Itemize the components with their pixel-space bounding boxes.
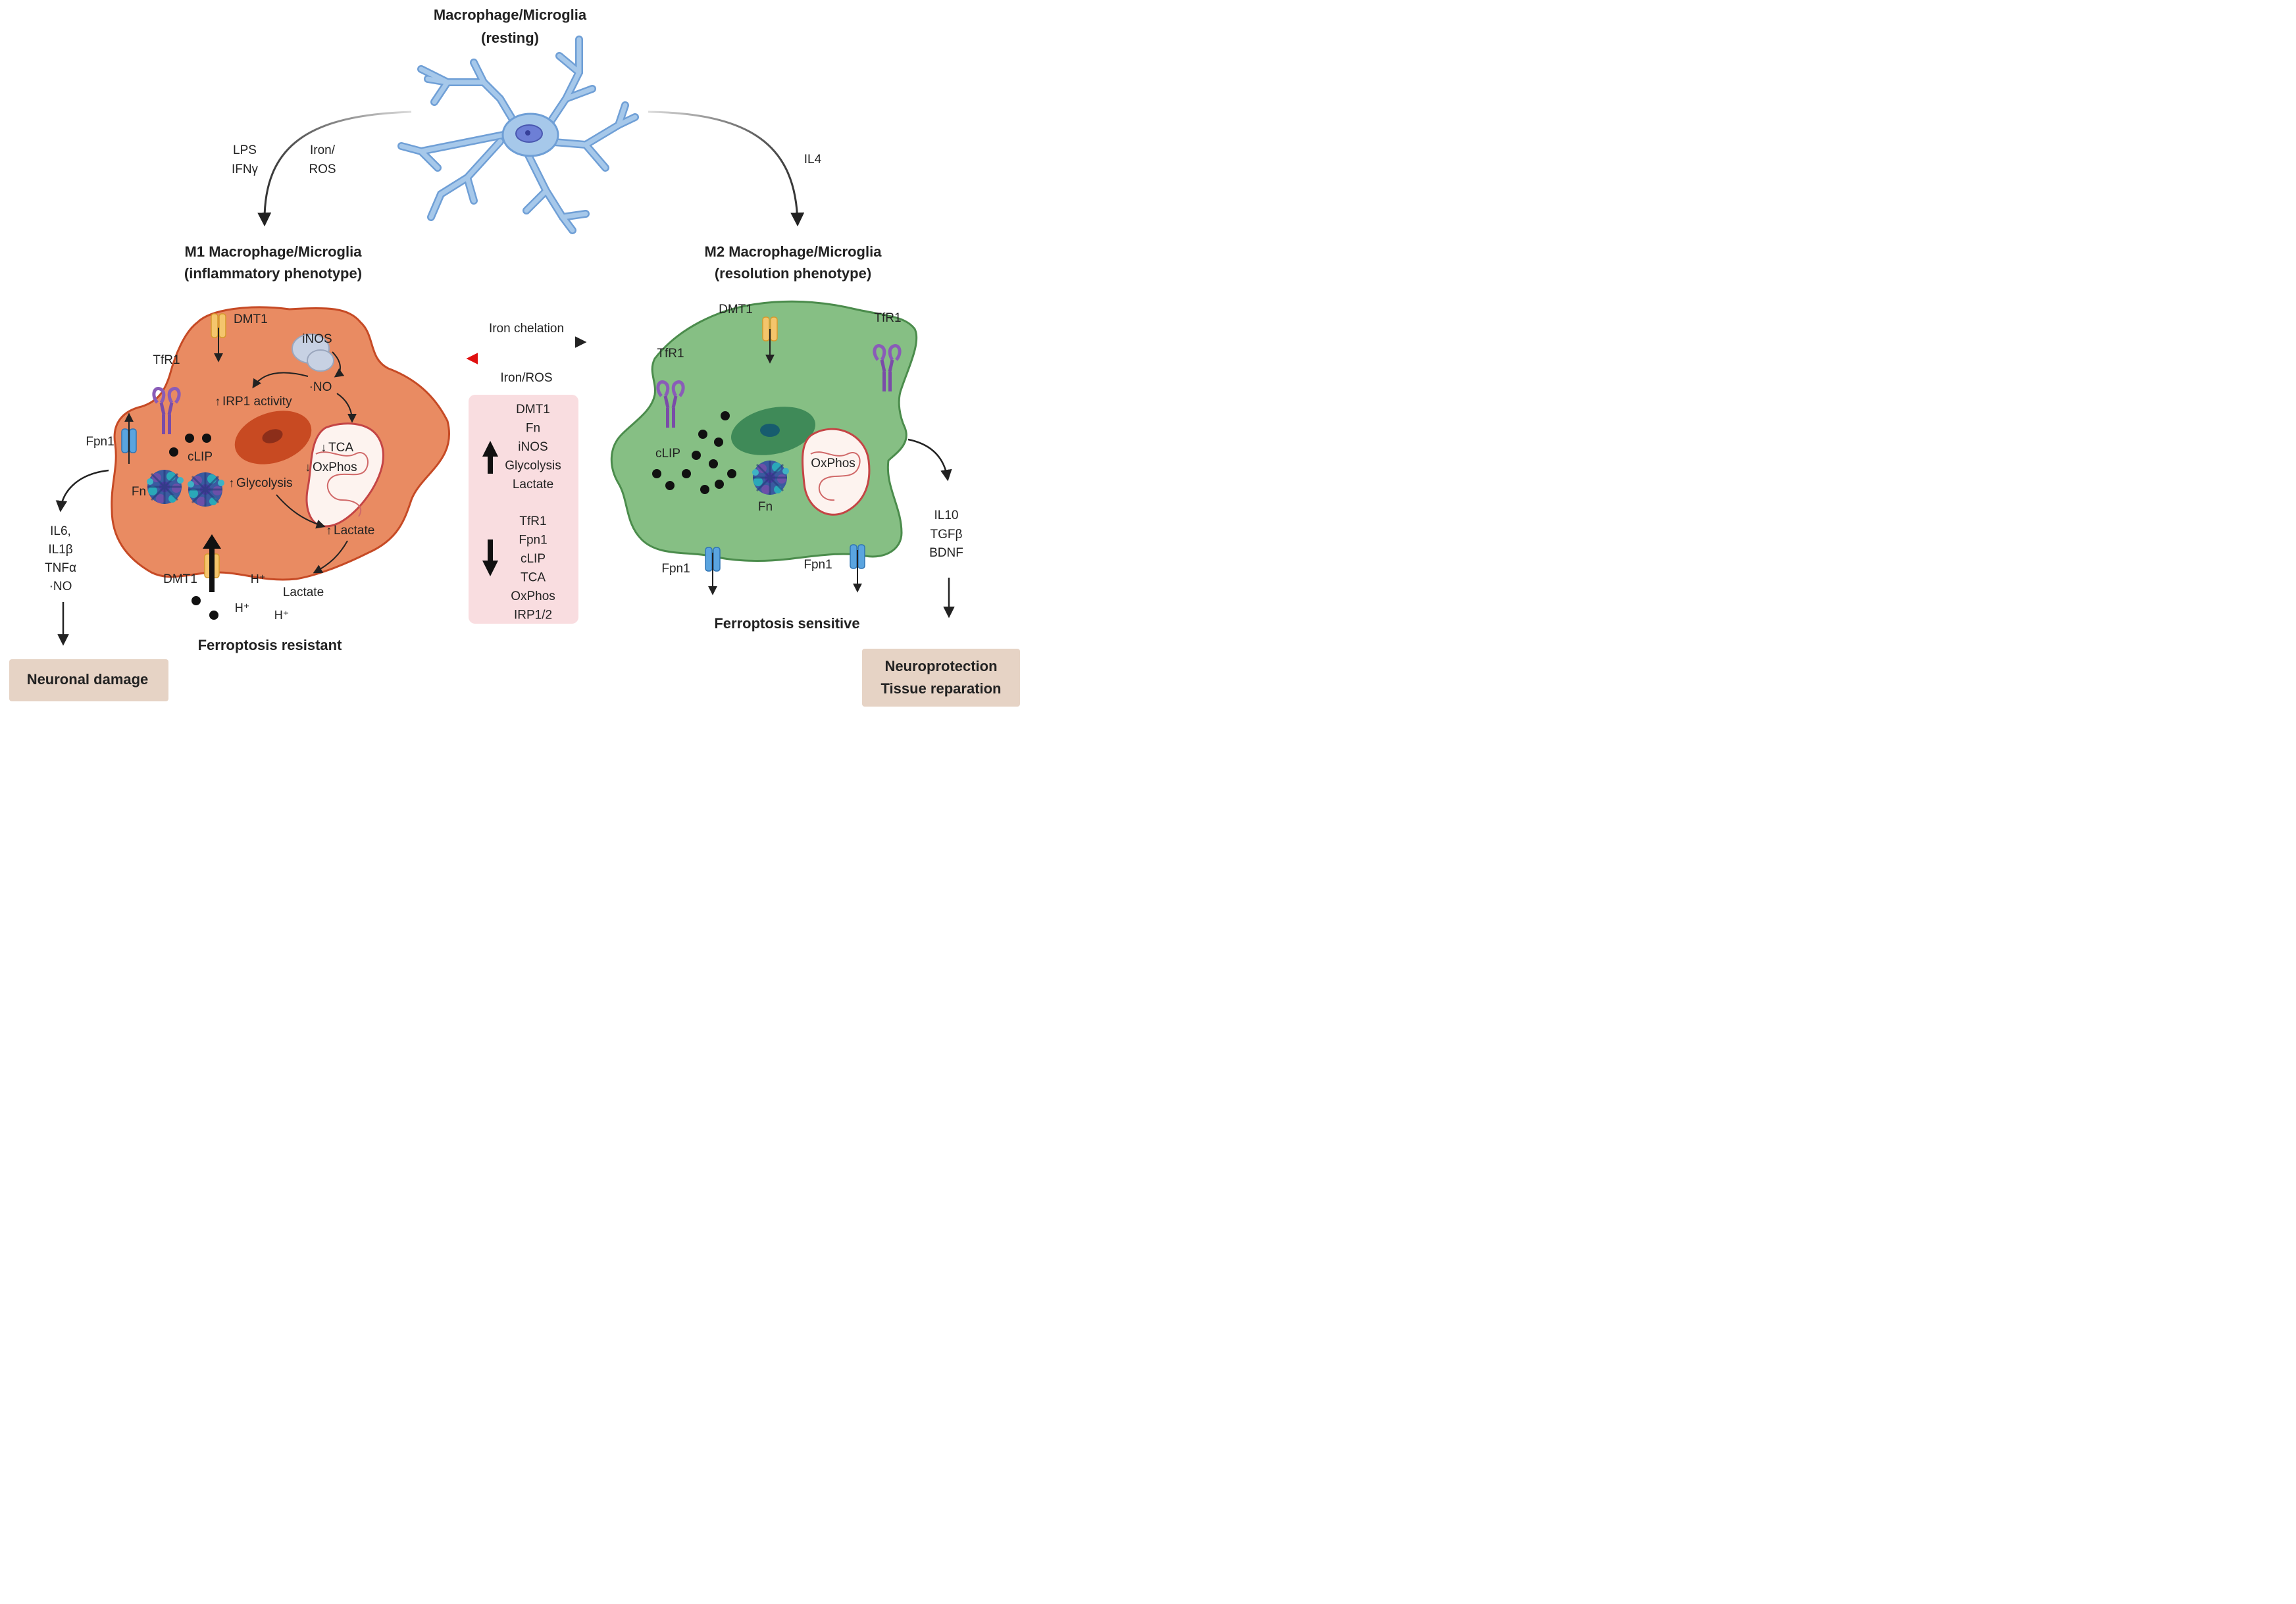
- m1-subtitle: (inflammatory phenotype): [184, 265, 362, 282]
- m1-irp1-label: IRP1 activity: [222, 395, 292, 409]
- m2-fpn1-left-label: Fpn1: [661, 562, 690, 576]
- no-to-tca-arrow: [336, 393, 357, 423]
- arrow-to-m1: [257, 111, 412, 227]
- m2-tfr1-right-label: TfR1: [874, 311, 901, 325]
- m1-lactate-outer-label: Lactate: [283, 586, 324, 599]
- m1-outcome-label: Neuronal damage: [27, 671, 149, 688]
- up-arrow-icon: [482, 441, 498, 457]
- m1-cytokine-2: IL1β: [48, 543, 72, 557]
- m2-fpn1-right-label: Fpn1: [804, 558, 832, 572]
- m2-secretion-arrow: [907, 438, 952, 482]
- iron-ros-label: Iron/ROS: [500, 371, 552, 385]
- down-arrow-icon: [482, 561, 498, 576]
- m1-tca-label: TCA: [328, 441, 353, 455]
- m2-fn-label: Fn: [758, 500, 773, 514]
- m2-title: M2 Macrophage/Microglia: [705, 243, 882, 260]
- figure-canvas: Macrophage/Microglia (resting): [9, 7, 1020, 707]
- resting-title: Macrophage/Microglia: [434, 7, 587, 23]
- stimulus-il4: IL4: [804, 153, 822, 166]
- svg-text:↑: ↑: [326, 524, 332, 537]
- m1-outcome-box: [9, 659, 168, 701]
- m1-cytokine-3: TNFα: [45, 561, 76, 575]
- no-to-irp1-arrow: [252, 372, 309, 389]
- upregulated-item: DMT1: [516, 403, 550, 416]
- m2-ferroptosis-status: Ferroptosis sensitive: [714, 615, 859, 632]
- comparison-panel: [469, 395, 578, 624]
- stimulus-ros: ROS: [309, 163, 336, 176]
- m2-outcome-line2: Tissue reparation: [881, 680, 1002, 697]
- svg-text:↑: ↑: [229, 476, 235, 489]
- m1-proton-1: H⁺: [251, 572, 266, 586]
- m1-title: M1 Macrophage/Microglia: [185, 243, 363, 260]
- m2-oxphos-label: OxPhos: [811, 457, 855, 470]
- stimulus-lps: LPS: [233, 143, 257, 157]
- m2-mitochondrion: [802, 428, 871, 516]
- m1-cytokine-1: IL6,: [50, 524, 71, 538]
- m1-fpn1-label: Fpn1: [86, 435, 114, 449]
- stimulus-iron: Iron/: [310, 143, 336, 157]
- upregulated-item: Lactate: [513, 478, 553, 491]
- m1-lactate-inner-label: Lactate: [334, 524, 374, 538]
- resting-subtitle: (resting): [481, 30, 539, 46]
- arrow-to-m2: [648, 111, 805, 227]
- m1-dmt1-bottom-label: DMT1: [163, 572, 197, 586]
- m1-proton-2: H⁺: [235, 601, 250, 614]
- downregulated-item: OxPhos: [511, 589, 555, 603]
- downregulated-item: TCA: [521, 571, 546, 585]
- m2-subtitle: (resolution phenotype): [715, 265, 871, 282]
- svg-text:↓: ↓: [305, 461, 311, 474]
- m1-oxphos-label: OxPhos: [313, 461, 357, 474]
- m1-secretion-arrow: [55, 469, 109, 513]
- m2-clip-dots: [652, 411, 736, 494]
- downregulated-item: cLIP: [521, 552, 546, 566]
- m2-tfr1-left-label: TfR1: [657, 347, 684, 361]
- m1-proton-3: H⁺: [274, 609, 290, 622]
- m1-fn-label: Fn: [132, 485, 146, 499]
- m1-ferroptosis-status: Ferroptosis resistant: [198, 637, 343, 653]
- downregulated-item: Fpn1: [519, 534, 547, 547]
- m1-mitochondrion: [305, 422, 384, 528]
- upregulated-item: Fn: [526, 422, 540, 436]
- m2-cytokine-2: TGFβ: [931, 528, 963, 541]
- m1-glycolysis-label: Glycolysis: [236, 476, 293, 490]
- m1-no-label: ·NO: [309, 380, 332, 394]
- m1-inos-label: iNOS: [302, 332, 332, 346]
- m1-tfr1-label: TfR1: [153, 353, 180, 367]
- downregulated-item: IRP1/2: [514, 609, 552, 622]
- svg-text:↑: ↑: [215, 395, 221, 408]
- iron-chelation-label: Iron chelation: [489, 322, 564, 336]
- m2-outcome-line1: Neuroprotection: [884, 658, 997, 674]
- m1-clip-label: cLIP: [188, 450, 213, 464]
- downregulated-item: TfR1: [519, 514, 546, 528]
- svg-text:↓: ↓: [321, 441, 327, 454]
- stimulus-ifng: IFNγ: [232, 163, 259, 176]
- m2-dmt1-label: DMT1: [719, 303, 753, 316]
- m2-outcome-box: [862, 649, 1020, 707]
- upregulated-item: iNOS: [518, 440, 548, 454]
- m2-clip-label: cLIP: [655, 447, 680, 461]
- upregulated-item: Glycolysis: [505, 459, 561, 473]
- m1-cytokine-4: ·NO: [49, 580, 72, 593]
- m2-cytokine-1: IL10: [934, 509, 959, 522]
- m1-dmt1-top-label: DMT1: [234, 313, 268, 326]
- m2-cytokine-3: BDNF: [929, 546, 963, 560]
